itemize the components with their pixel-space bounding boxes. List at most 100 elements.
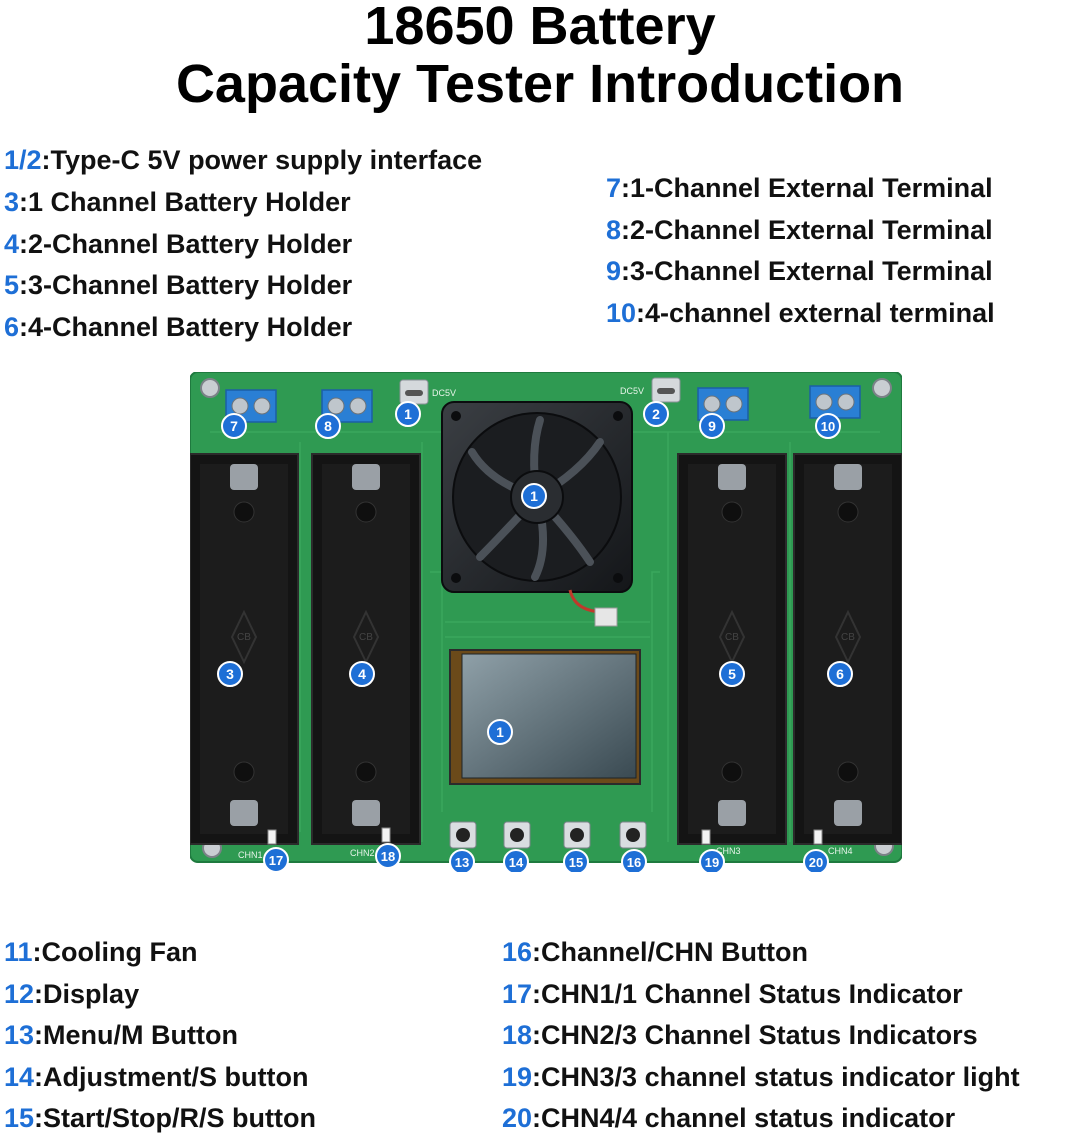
svg-text:7: 7: [230, 418, 238, 434]
legend-text: :Cooling Fan: [32, 937, 198, 967]
legend-item: 8:2-Channel External Terminal: [606, 213, 993, 247]
svg-text:3: 3: [226, 666, 234, 682]
badge-terminal-2: 8: [315, 413, 341, 439]
svg-text:16: 16: [627, 855, 641, 870]
legend-number: 15: [4, 1103, 35, 1133]
battery-holder-1: CB: [190, 453, 299, 845]
svg-text:20: 20: [809, 855, 823, 870]
legend-text: :2-Channel External Terminal: [621, 215, 993, 245]
holder-mark: CB: [237, 632, 251, 643]
legend-number: 5: [4, 270, 20, 300]
legend-number: 20: [502, 1103, 533, 1133]
legend-number: 1/2: [4, 145, 42, 175]
badge-led-17: 17: [263, 847, 289, 872]
legend-number: 4: [4, 229, 20, 259]
legend-text: :4-channel external terminal: [636, 298, 995, 328]
badge-holder-1: 3: [217, 661, 243, 687]
legend-item: 12:Display: [4, 977, 139, 1011]
svg-text:1: 1: [496, 724, 504, 740]
status-led-2: [381, 827, 391, 843]
holder-mark: CB: [359, 632, 373, 643]
legend-item: 18:CHN2/3 Channel Status Indicators: [502, 1018, 978, 1052]
legend-item: 3:1 Channel Battery Holder: [4, 185, 351, 219]
badge-button-13: 13: [449, 849, 475, 872]
svg-text:5: 5: [728, 666, 736, 682]
badge-led-19: 19: [699, 849, 725, 872]
legend-text: :CHN1/1 Channel Status Indicator: [532, 979, 963, 1009]
badge-led-20: 20: [803, 849, 829, 872]
badge-holder-2: 4: [349, 661, 375, 687]
status-led-3: [701, 829, 711, 845]
badge-button-16: 16: [621, 849, 647, 872]
page-title-line-2: Capacity Tester Introduction: [175, 54, 905, 114]
svg-text:2: 2: [652, 406, 660, 422]
usb-c-port-1: DC5V: [399, 379, 456, 405]
legend-item: 17:CHN1/1 Channel Status Indicator: [502, 977, 963, 1011]
badge-terminal-4: 10: [815, 413, 841, 439]
screw-icon: [872, 378, 892, 398]
legend-item: 5:3-Channel Battery Holder: [4, 268, 352, 302]
lcd-display: [449, 649, 641, 785]
legend-text: :3-Channel External Terminal: [621, 256, 993, 286]
legend-item: 15:Start/Stop/R/S button: [4, 1101, 316, 1135]
battery-holder-3: CB: [677, 453, 787, 845]
legend-number: 18: [502, 1020, 533, 1050]
fan-connector: [594, 607, 618, 627]
legend-item: 1/2:Type-C 5V power supply interface: [4, 143, 482, 177]
legend-text: :Display: [34, 979, 140, 1009]
legend-item: 13:Menu/M Button: [4, 1018, 238, 1052]
external-terminal-3: [697, 387, 749, 421]
badge-holder-3: 5: [719, 661, 745, 687]
badge-usb-2: 2: [643, 401, 669, 427]
legend-item: 4:2-Channel Battery Holder: [4, 227, 352, 261]
legend-item: 11:Cooling Fan: [4, 935, 198, 969]
silk-chn4: CHN4: [828, 846, 853, 856]
legend-text: :Type-C 5V power supply interface: [41, 145, 483, 175]
battery-holder-4: CB: [793, 453, 902, 845]
badge-fan: 1: [521, 483, 547, 509]
holder-mark: CB: [841, 632, 855, 643]
legend-text: :Channel/CHN Button: [532, 937, 809, 967]
menu-button: [449, 821, 477, 849]
legend-item: 19:CHN3/3 channel status indicator light: [502, 1060, 1020, 1094]
badge-display: 1: [487, 719, 513, 745]
legend-text: :Menu/M Button: [34, 1020, 238, 1050]
svg-text:14: 14: [509, 855, 524, 870]
legend-text: :CHN4/4 channel status indicator: [532, 1103, 956, 1133]
legend-text: :1-Channel External Terminal: [621, 173, 993, 203]
legend-text: :1 Channel Battery Holder: [19, 187, 351, 217]
legend-number: 17: [502, 979, 533, 1009]
legend-number: 6: [4, 312, 20, 342]
page-title-line-1: 18650 Battery: [364, 0, 716, 56]
silk-dc5v-1: DC5V: [432, 388, 456, 398]
legend-number: 7: [606, 173, 622, 203]
svg-text:9: 9: [708, 418, 716, 434]
svg-text:8: 8: [324, 418, 332, 434]
legend-number: 11: [4, 937, 33, 967]
badge-usb-1: 1: [395, 401, 421, 427]
legend-number: 16: [502, 937, 533, 967]
screw-icon: [200, 378, 220, 398]
legend-item: 16:Channel/CHN Button: [502, 935, 808, 969]
legend-text: :4-Channel Battery Holder: [19, 312, 353, 342]
status-led-4: [813, 829, 823, 845]
svg-text:6: 6: [836, 666, 844, 682]
status-led-1: [267, 829, 277, 845]
legend-text: :Start/Stop/R/S button: [34, 1103, 317, 1133]
badge-terminal-3: 9: [699, 413, 725, 439]
legend-item: 14:Adjustment/S button: [4, 1060, 309, 1094]
legend-number: 13: [4, 1020, 35, 1050]
legend-number: 14: [4, 1062, 35, 1092]
legend-number: 19: [502, 1062, 533, 1092]
svg-text:19: 19: [705, 855, 719, 870]
start-stop-button: [563, 821, 591, 849]
silk-dc5v-2: DC5V: [620, 386, 644, 396]
legend-text: :3-Channel Battery Holder: [19, 270, 353, 300]
silk-chn1: CHN1: [238, 850, 263, 860]
svg-text:17: 17: [269, 853, 283, 868]
channel-button: [619, 821, 647, 849]
legend-number: 12: [4, 979, 35, 1009]
legend-number: 8: [606, 215, 622, 245]
svg-text:1: 1: [530, 488, 538, 504]
legend-item: 9:3-Channel External Terminal: [606, 254, 993, 288]
